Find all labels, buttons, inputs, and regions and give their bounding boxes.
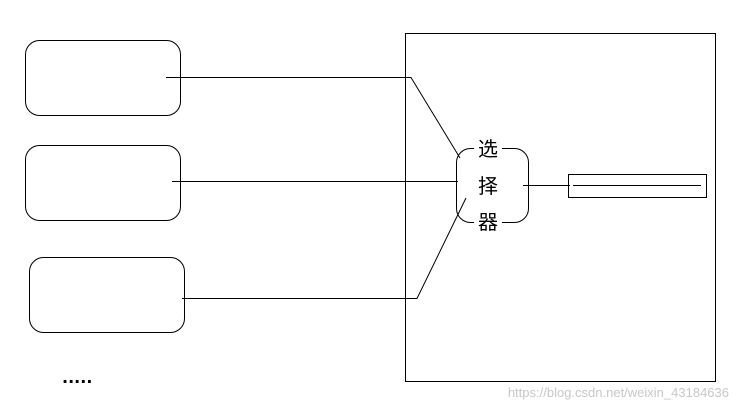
input-box-1 — [25, 40, 181, 116]
selector-label-char-1: 选 — [474, 138, 502, 160]
input-box-3 — [29, 257, 185, 333]
selector-label-char-2: 择 — [474, 175, 502, 197]
connector-line-3 — [182, 197, 467, 299]
input-box-2 — [25, 145, 181, 221]
container-box — [405, 33, 716, 382]
watermark-text: https://blog.csdn.net/weixin_43184636 — [507, 385, 729, 400]
connector-line-1 — [166, 77, 461, 159]
output-box — [568, 174, 707, 198]
selector-label-char-3: 器 — [474, 211, 502, 233]
ellipsis-text: ..... — [62, 368, 93, 387]
